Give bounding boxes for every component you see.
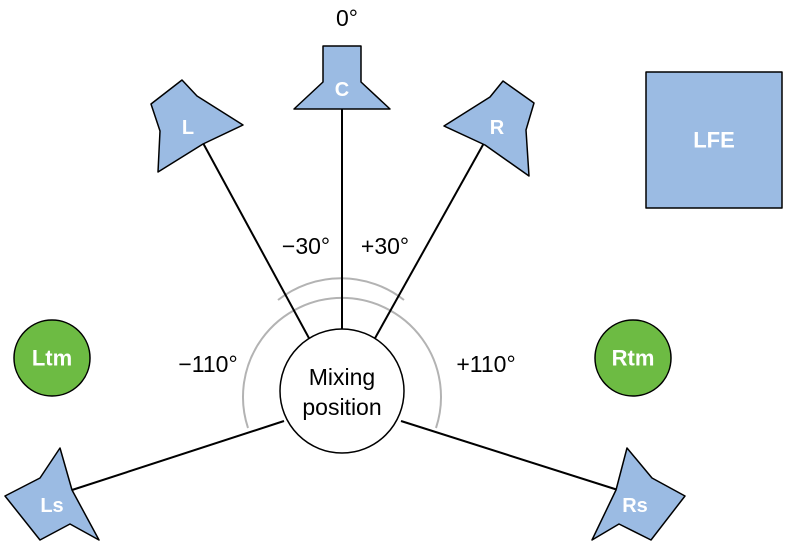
speaker-ltm-icon bbox=[13, 319, 91, 397]
mixing-position-label-line2: position bbox=[302, 394, 381, 420]
speaker-right-surround-icon bbox=[591, 447, 686, 541]
speaker-left-icon bbox=[150, 79, 244, 173]
speaker-left-surround-label: Ls bbox=[40, 495, 63, 517]
speaker-rtm-icon bbox=[594, 319, 672, 397]
speaker-ltm-label: Ltm bbox=[32, 346, 72, 371]
mixing-position-circle bbox=[279, 328, 405, 454]
line-left-surround bbox=[71, 420, 285, 491]
angle-center: 0° bbox=[336, 5, 358, 31]
line-right-surround bbox=[400, 420, 619, 491]
angle-right-surround: +110° bbox=[456, 351, 515, 377]
speaker-rtm-label: Rtm bbox=[612, 346, 655, 371]
angle-right: +30° bbox=[361, 233, 409, 259]
speaker-left-surround-icon bbox=[4, 447, 100, 541]
speaker-right-icon bbox=[443, 80, 535, 177]
angle-left-surround: −110° bbox=[178, 351, 237, 377]
angle-left: −30° bbox=[282, 233, 330, 259]
speaker-right-surround-label: Rs bbox=[622, 495, 648, 517]
line-left bbox=[202, 142, 311, 341]
speaker-right-label: R bbox=[490, 117, 505, 139]
mixing-position-label-line1: Mixing bbox=[309, 364, 375, 390]
speaker-lfe-icon bbox=[645, 71, 783, 209]
speaker-lfe-label: LFE bbox=[693, 128, 735, 153]
speaker-center-label: C bbox=[335, 79, 349, 101]
speaker-left-label: L bbox=[182, 117, 194, 139]
speaker-center-icon bbox=[293, 45, 391, 110]
line-right bbox=[373, 142, 485, 341]
